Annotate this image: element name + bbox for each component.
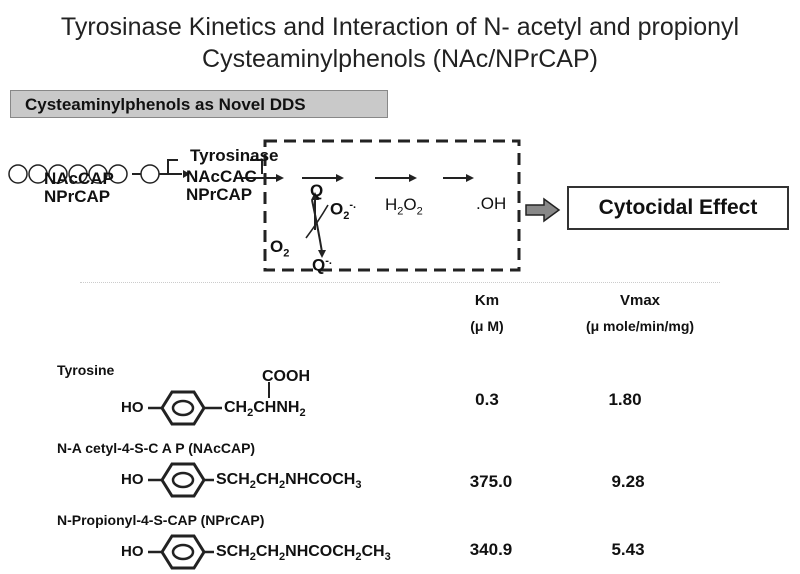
quinone-label: Q bbox=[310, 181, 324, 200]
benzene-ring-naccap bbox=[148, 462, 214, 498]
ho-group-naccap: HO bbox=[121, 471, 144, 488]
cooh-group: COOH bbox=[262, 368, 310, 385]
km-header: Km bbox=[474, 292, 500, 309]
cytocidal-effect-box: Cytocidal Effect bbox=[567, 186, 789, 230]
naccap-side-chain: SCH2CH2NHCOCH3 bbox=[216, 471, 362, 492]
vmax-value-nprcap: 5.43 bbox=[611, 540, 645, 559]
semiquinone-label: Q-. bbox=[312, 255, 332, 275]
compound-name-naccap: N-A cetyl-4-S-C A P (NAcCAP) bbox=[57, 440, 256, 456]
vmax-value-naccap: 9.28 bbox=[611, 472, 645, 491]
compound-name-tyrosine: Tyrosine bbox=[57, 362, 115, 378]
compound-name-nprcap: N-Propionyl-4-S-CAP (NPrCAP) bbox=[57, 512, 265, 528]
enzyme-label: Tyrosinase bbox=[190, 146, 279, 165]
product-naccac-label: NAcCAC bbox=[186, 167, 257, 186]
tyrosine-side-chain: CH2CHNH2 bbox=[224, 399, 306, 420]
divider bbox=[80, 282, 720, 283]
drug-nacc-label: NAcCAP bbox=[44, 169, 114, 188]
drug-nprcap-label: NPrCAP bbox=[44, 187, 111, 206]
oxygen-label: O2 bbox=[270, 237, 290, 260]
ho-group-nprcap: HO bbox=[121, 543, 144, 560]
superoxide-label: O2-. bbox=[330, 199, 357, 223]
section-banner: Cysteaminylphenols as Novel DDS bbox=[10, 90, 388, 118]
title-line-1: Tyrosinase Kinetics and Interaction of N… bbox=[60, 13, 740, 41]
pathway-diagram bbox=[8, 139, 561, 272]
km-value-naccap: 375.0 bbox=[469, 472, 513, 491]
vmax-header: Vmax bbox=[619, 292, 661, 309]
title-line-2: Cysteaminylphenols (NAc/NPrCAP) bbox=[202, 45, 598, 73]
vmax-value-tyrosine: 1.80 bbox=[608, 390, 642, 409]
vmax-unit: (μ mole/min/mg) bbox=[585, 318, 695, 334]
hydroxyl-radical-label: .OH bbox=[476, 194, 507, 213]
benzene-ring-tyrosine bbox=[148, 382, 270, 426]
chemical-structures bbox=[148, 382, 270, 570]
nprcap-side-chain: SCH2CH2NHCOCH2CH3 bbox=[216, 543, 391, 564]
km-value-nprcap: 340.9 bbox=[469, 540, 513, 559]
km-unit: (μ M) bbox=[470, 318, 504, 334]
h2o2-label: H2O2 bbox=[385, 195, 423, 218]
ho-group-tyrosine: HO bbox=[121, 399, 144, 416]
km-value-tyrosine: 0.3 bbox=[475, 390, 499, 409]
benzene-ring-nprcap bbox=[148, 534, 214, 570]
product-nprcap-label: NPrCAP bbox=[186, 185, 253, 204]
